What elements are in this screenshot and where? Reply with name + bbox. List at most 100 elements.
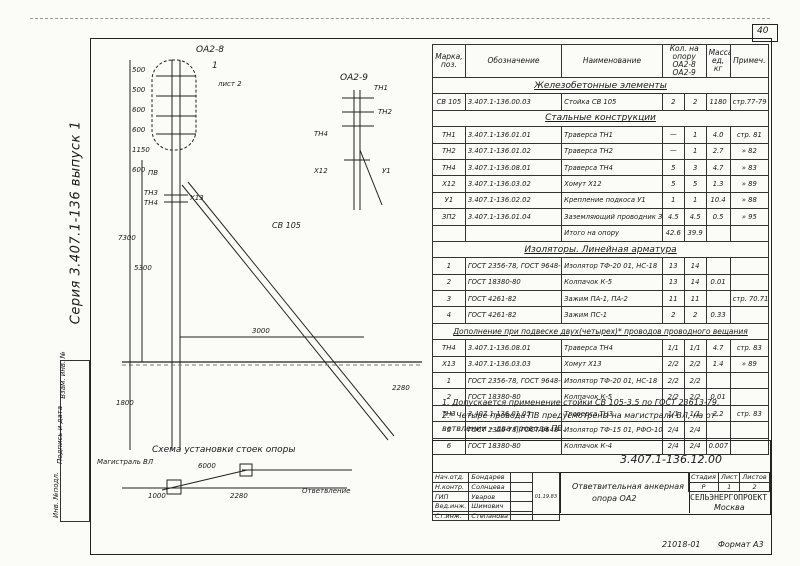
table-cell: 2 [661,306,685,324]
scheme-title: Схема установки стоек опоры [152,445,295,455]
stamp-stage: Стадия Лист Листов Р 1 2 [688,472,770,493]
table-cell: 1 [683,126,707,144]
table-section-row: Железобетонные элементы [432,76,769,95]
table-header-3: Кол. на опору ОА2-8 ОА2-9 [661,44,707,78]
stamp-role: Н.контр. [431,481,470,493]
table-cell: 2/2 [661,355,685,374]
side-stamp-replace: Взам. инв. № [58,351,67,399]
dim-1800: 1800 [116,399,134,407]
sheet-header: Лист [717,472,741,483]
table-cell: 4.5 [661,208,685,226]
table-cell: 42.6 [661,224,685,242]
series-label: Серия 3.407.1-136 выпуск 1 [68,120,84,325]
label-th3: ТН3 [144,189,158,197]
pole-drawing: 500 500 600 600 1150 600 7300 5300 3000 … [97,45,422,500]
table-cell: 3.407.1-136.01.04 [464,208,563,226]
table-cell: 1.4 [705,355,731,374]
table-cell: 4.7 [705,339,731,357]
side-stamp: Инв. №подл. Подпись и дата Взам. инв. № [52,351,90,522]
table-cell: Колпачок К-4 [561,437,663,455]
table-cell: 2.7 [705,142,731,160]
dim-2280: 2280 [392,384,410,392]
table-cell: » 82 [729,142,770,160]
dim-5300: 5300 [134,264,152,272]
table-cell: » 89 [729,175,770,193]
table-cell: ГОСТ 18380-80 [464,437,563,455]
table-cell: 3.407.1-136.00.03 [464,93,563,111]
table-cell: ЗП2 [432,208,466,226]
dim-top-2: 500 [132,86,146,94]
table-cell: » 83 [729,158,770,177]
table-cell: стр. 70.71 [729,290,770,308]
label-th2: ТН2 [378,108,393,116]
table-cell: 5 [661,175,685,193]
dim-top-3: 600 [132,106,146,114]
table-cell: 10.4 [705,191,731,210]
table-section-title: Стальные конструкции [432,109,769,128]
table-cell: 14 [683,257,707,275]
top-detail-outline [151,59,197,151]
stamp-signature [510,472,533,483]
table-header-2: Наименование [561,44,663,78]
table-cell: стр.77-79 [729,93,770,111]
table-cell: Траверса ТН4 [561,339,663,357]
stamp-name: Уваров [468,491,512,503]
label-th1: ТН1 [374,84,388,92]
table-cell: Траверса ТН2 [561,142,663,160]
table-cell: 13 [661,257,685,275]
table-cell: 4 [432,306,466,324]
stamp-divider [432,472,769,473]
scheme-base-left [166,479,182,495]
footer-format: Формат А3 [718,540,764,549]
dim-top-6: 600 [132,166,146,174]
table-cell: стр. 83 [729,404,770,423]
table-cell: 14 [683,273,707,292]
stamp-title-1: Ответвительная анкерная [572,482,684,491]
table-cell: » 89 [729,355,770,374]
table-cell: ГОСТ 2356-78, ГОСТ 9648-80 [464,372,563,390]
table-cell: 1180 [705,93,731,111]
table-cell [705,290,731,308]
stamp-signature [510,481,533,493]
ref-list: лист 2 [217,80,242,88]
table-cell: 2/4 [683,421,707,439]
table-cell: ГОСТ 2356-78, ГОСТ 9648-80 [464,257,563,275]
stamp-signature [510,491,533,503]
table-cell: 13 [661,273,685,292]
table-cell: 1 [661,191,685,210]
table-section-row: Стальные конструкции [432,109,769,128]
table-cell: 4.0 [705,126,731,144]
table-cell: 2/2 [683,355,707,374]
scheme-dim-2280: 2280 [230,492,248,500]
table-cell: 11 [683,290,707,308]
table-cell: Траверса ТН4 [561,158,663,177]
note-2: 2.* Четыре провода ПВ предусмотрены на м… [442,411,719,420]
table-cell: У1 [432,191,466,210]
table-cell: 2/2 [683,372,707,390]
table-cell: ТН4 [432,158,466,177]
table-cell: Зажим ПА-1, ПА-2 [561,290,663,308]
dim-3000: 3000 [252,327,270,335]
strut-a [181,184,389,441]
table-cell [705,224,731,242]
scheme-line-2 [161,469,248,491]
table-cell: Зажим ПС-1 [561,306,663,324]
org-name: СЕЛЬЭНЕРГОПРОЕКТ [690,493,768,502]
table-section-row: Изоляторы. Линейная арматура [432,240,769,259]
table-cell: 4.7 [705,158,731,177]
dim-7300: 7300 [118,234,136,242]
stamp-role: Вед.инж. [431,501,470,512]
table-section-title: Дополнение при подвеске двух(четырех)* п… [432,322,769,341]
stamp-role: ГИП [431,491,470,503]
table-section-title: Железобетонные элементы [432,76,769,95]
